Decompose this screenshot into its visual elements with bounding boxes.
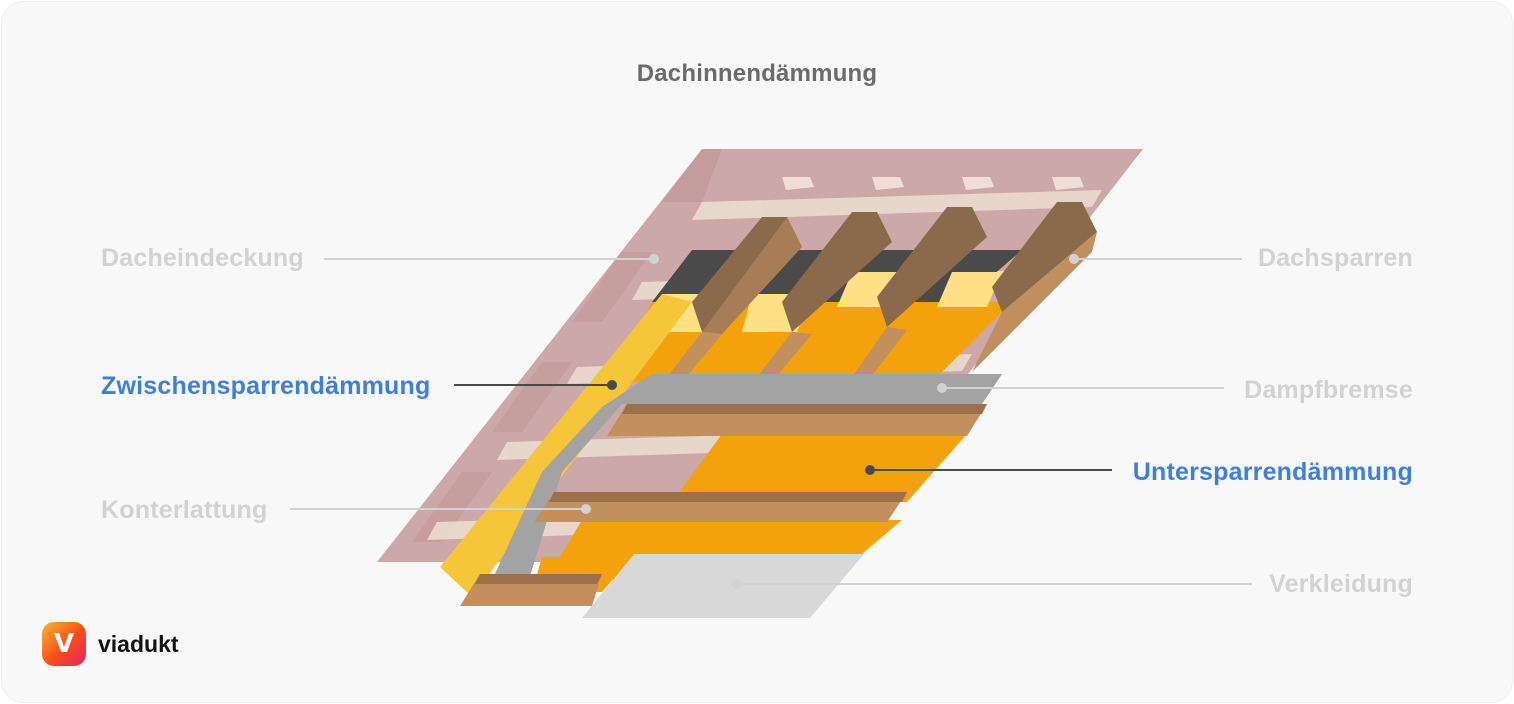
cladding-panel — [582, 554, 864, 618]
label-dacheindeckung: Dacheindeckung — [101, 244, 304, 272]
label-verkleidung: Verkleidung — [1269, 570, 1413, 598]
brand-name: viadukt — [98, 630, 179, 657]
label-zwischensparrendaemmung: Zwischensparrendämmung — [101, 372, 431, 400]
label-dachsparren: Dachsparren — [1257, 244, 1413, 272]
label-konterlattung: Konterlattung — [101, 496, 268, 524]
counter-battens — [460, 404, 987, 606]
brand-logo-icon: V — [42, 622, 86, 666]
insulation-between-rafters — [440, 272, 1012, 597]
diagram-title: Dachinnendämmung — [636, 60, 878, 87]
leader-lines — [290, 254, 1252, 589]
brand-logo: V viadukt — [42, 622, 179, 666]
rafters — [667, 202, 1097, 382]
label-untersparrendaemmung: Untersparrendämmung — [1132, 458, 1413, 486]
label-dampfbremse: Dampfbremse — [1244, 376, 1413, 404]
